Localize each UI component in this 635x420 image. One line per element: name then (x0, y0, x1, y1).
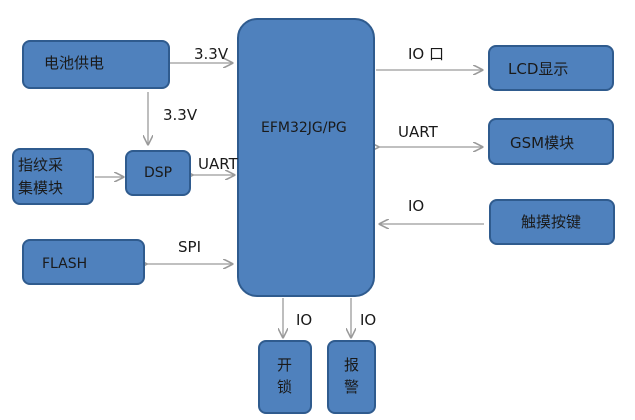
link-label-lcd-io: IO 口 (408, 45, 444, 63)
link-label-flash-spi: SPI (178, 238, 201, 256)
flash-label: FLASH (42, 256, 88, 272)
dsp-block: DSP (125, 150, 191, 196)
mcu-block: EFM32JG/PG (237, 18, 375, 297)
link-label-gsm-uart: UART (398, 123, 438, 141)
fingerprint-block: 指纹采 集模块 (12, 148, 94, 205)
alarm-label-line2: 警 (344, 378, 360, 396)
unlock-label-line1: 开 (277, 356, 293, 374)
fingerprint-label-line2: 集模块 (18, 179, 64, 197)
power-label: 电池供电 (44, 54, 105, 72)
touch-label: 触摸按键 (521, 213, 582, 231)
unlock-label-line2: 锁 (277, 378, 293, 396)
unlock-block: 开 锁 (258, 340, 312, 414)
dsp-label: DSP (144, 165, 173, 181)
gsm-label: GSM模块 (510, 134, 575, 152)
mcu-label: EFM32JG/PG (261, 120, 347, 136)
lcd-label: LCD显示 (508, 60, 569, 78)
gsm-block: GSM模块 (488, 118, 614, 165)
link-label-touch-io: IO (408, 197, 425, 215)
lcd-block: LCD显示 (488, 45, 614, 91)
link-label-alarm-io: IO (360, 311, 377, 329)
alarm-label-line1: 报 (344, 356, 360, 374)
fingerprint-label-line1: 指纹采 (18, 156, 64, 174)
power-block: 电池供电 (22, 40, 170, 89)
link-label-unlock-io: IO (296, 311, 313, 329)
link-label-dsp-uart: UART (198, 155, 238, 173)
flash-block: FLASH (22, 239, 145, 285)
alarm-block: 报 警 (327, 340, 376, 414)
link-label-power-dsp: 3.3V (163, 106, 198, 124)
touch-block: 触摸按键 (489, 199, 615, 245)
link-label-power-mcu: 3.3V (194, 45, 229, 63)
